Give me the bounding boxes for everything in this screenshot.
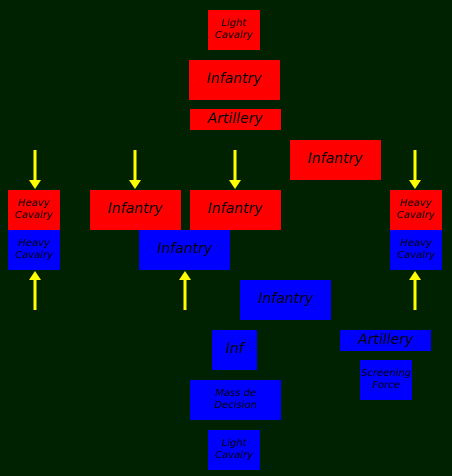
arrow-head: [179, 271, 191, 280]
blue-light-cavalry: Light Cavalry: [208, 430, 260, 470]
arrow-up-to-blue-infantry-front: [179, 271, 191, 310]
arrow-down-to-red-infantry-left: [129, 150, 141, 189]
blue-screening-force: Screening Force: [360, 360, 412, 400]
blue-infantry-second: Infantry: [240, 280, 331, 320]
blue-heavy-cavalry-right: Heavy Cavalry: [390, 230, 442, 270]
blue-infantry-front: Infantry: [139, 230, 230, 270]
arrow-down-to-red-heavy-cavalry-right: [409, 150, 421, 189]
arrow-up-to-blue-heavy-cavalry-left: [29, 271, 41, 310]
red-heavy-cavalry-left: Heavy Cavalry: [8, 190, 60, 230]
red-light-cavalry: Light Cavalry: [208, 10, 260, 50]
blue-mass-de-decision: Mass de Decision: [190, 380, 281, 420]
arrow-head: [409, 271, 421, 280]
arrow-down-to-red-heavy-cavalry-left: [29, 150, 41, 189]
arrow-head: [29, 180, 41, 189]
arrow-head: [29, 271, 41, 280]
blue-inf: Inf: [212, 330, 257, 370]
red-artillery: Artillery: [190, 109, 281, 130]
arrow-down-to-red-infantry-center: [229, 150, 241, 189]
blue-artillery: Artillery: [340, 330, 431, 351]
arrow-head: [129, 180, 141, 189]
red-infantry-right: Infantry: [290, 140, 381, 180]
arrow-up-to-blue-heavy-cavalry-right: [409, 271, 421, 310]
arrow-head: [229, 180, 241, 189]
red-infantry-top: Infantry: [189, 60, 280, 100]
red-infantry-center: Infantry: [190, 190, 281, 230]
arrow-head: [409, 180, 421, 189]
blue-heavy-cavalry-left: Heavy Cavalry: [8, 230, 60, 270]
red-infantry-left: Infantry: [90, 190, 181, 230]
red-heavy-cavalry-right: Heavy Cavalry: [390, 190, 442, 230]
